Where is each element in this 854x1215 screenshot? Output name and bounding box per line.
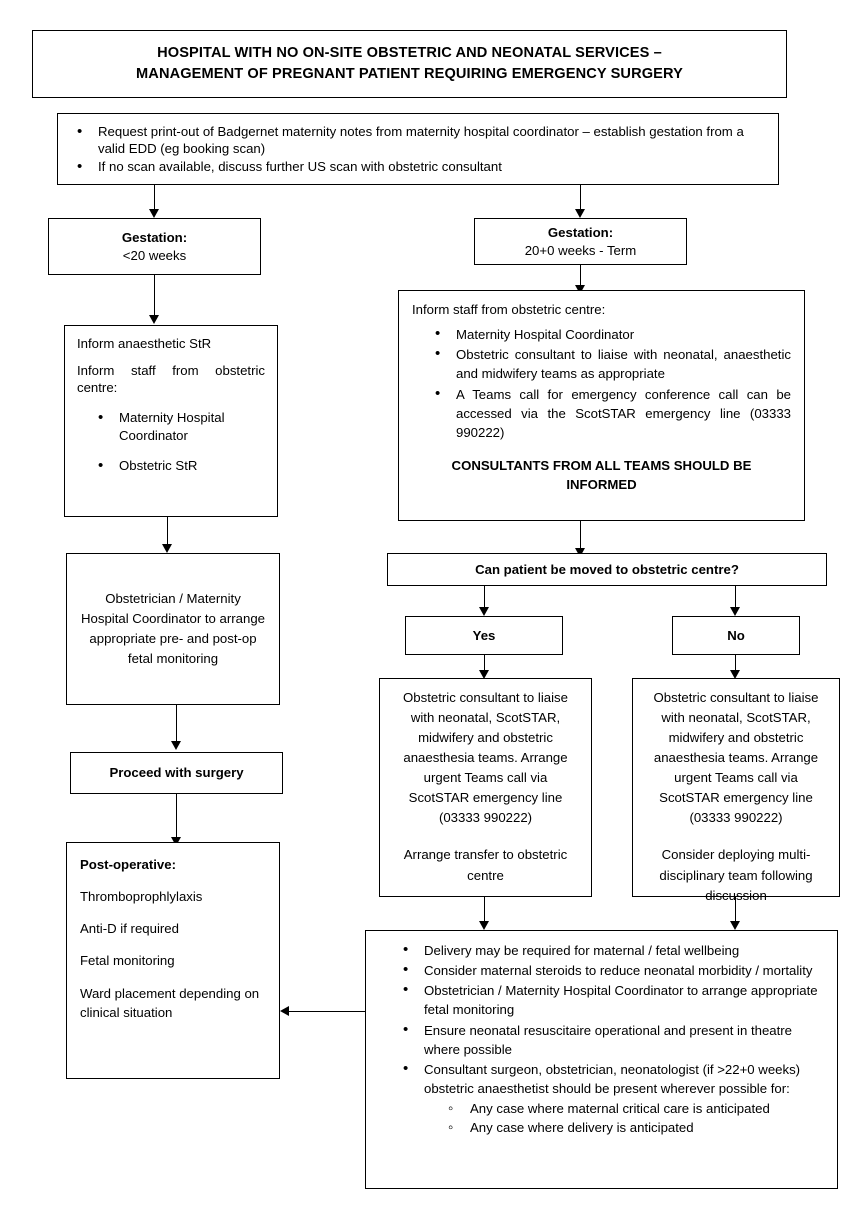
arrowhead-down xyxy=(575,285,585,294)
delivery-box: Delivery may be required for maternal / … xyxy=(365,930,838,1189)
list-item: Ensure neonatal resuscitaire operational… xyxy=(403,1020,825,1059)
gestation-right-value: 20+0 weeks - Term xyxy=(524,242,637,258)
post-operative-heading: Post-operative: xyxy=(80,857,176,872)
arrowhead-down xyxy=(149,315,159,324)
arrowhead-down xyxy=(575,548,585,557)
connector-gestation-right-to-inform-right xyxy=(580,265,581,287)
connector-no-detail-to-delivery xyxy=(735,897,736,923)
post-operative-box: Post-operative: Thromboprophlylaxis Anti… xyxy=(66,842,280,1079)
list-item: Maternity Hospital Coordinator xyxy=(98,408,265,443)
yes-label: Yes xyxy=(472,627,496,643)
connector-yes-to-yes-detail xyxy=(484,655,485,672)
chart-title-text: HOSPITAL WITH NO ON-SITE OBSTETRIC AND N… xyxy=(136,43,683,85)
arrowhead-down xyxy=(479,921,489,930)
intake-bullet-list: Request print-out of Badgernet maternity… xyxy=(68,122,768,177)
delivery-bullet-list: Delivery may be required for maternal / … xyxy=(378,940,825,1098)
yes-detail-para1: Obstetric consultant to liaise with neon… xyxy=(403,690,568,826)
list-item: Maternity Hospital Coordinator xyxy=(435,324,791,344)
inform-left-box: Inform anaesthetic StR Inform staff from… xyxy=(64,325,278,517)
connector-intake-to-gestation-left xyxy=(154,185,155,211)
arrowhead-left xyxy=(280,1006,289,1016)
connector-yes-detail-to-delivery xyxy=(484,897,485,923)
inform-right-bullet-list: Maternity Hospital Coordinator Obstetric… xyxy=(412,324,791,442)
list-item: Obstetric StR xyxy=(98,456,265,476)
connector-inform-left-to-monitoring xyxy=(167,517,168,546)
post-operative-item: Thromboprophlylaxis xyxy=(80,889,203,905)
arrowhead-down xyxy=(730,670,740,679)
gestation-left-value: <20 weeks xyxy=(122,247,187,263)
inform-left-line2: Inform staff from obstetric centre: xyxy=(77,363,265,396)
arrowhead-down xyxy=(575,209,585,218)
gestation-left-box: Gestation: <20 weeks xyxy=(48,218,261,275)
arrowhead-down xyxy=(479,670,489,679)
list-item: A Teams call for emergency conference ca… xyxy=(435,384,791,442)
chart-title-line1: HOSPITAL WITH NO ON-SITE OBSTETRIC AND N… xyxy=(157,44,662,61)
list-item: Delivery may be required for maternal / … xyxy=(403,940,825,960)
yes-box: Yes xyxy=(405,616,563,655)
connector-intake-to-gestation-right xyxy=(580,185,581,211)
connector-gestation-left-to-inform-left xyxy=(154,275,155,317)
connector-no-to-no-detail xyxy=(735,655,736,672)
obstetrician-monitoring-text: Obstetrician / Maternity Hospital Coordi… xyxy=(81,591,265,666)
inform-left-bullet-list: Maternity Hospital Coordinator Obstetric… xyxy=(77,408,265,476)
inform-right-box: Inform staff from obstetric centre: Mate… xyxy=(398,290,805,521)
no-detail-box: Obstetric consultant to liaise with neon… xyxy=(632,678,840,903)
chart-title-line2: MANAGEMENT OF PREGNANT PATIENT REQUIRING… xyxy=(136,66,683,82)
gestation-left-heading: Gestation: xyxy=(121,230,188,246)
no-label: No xyxy=(727,627,745,643)
post-operative-item: Fetal monitoring xyxy=(80,953,175,969)
gestation-right-box: Gestation: 20+0 weeks - Term xyxy=(474,218,687,265)
proceed-surgery-label: Proceed with surgery xyxy=(109,765,244,781)
list-item: Consider maternal steroids to reduce neo… xyxy=(403,960,825,980)
chart-title-box: HOSPITAL WITH NO ON-SITE OBSTETRIC AND N… xyxy=(32,30,787,98)
arrowhead-down xyxy=(730,921,740,930)
delivery-sub-bullet-list: Any case where maternal critical care is… xyxy=(378,1098,825,1139)
list-item: Consultant surgeon, obstetrician, neonat… xyxy=(403,1059,825,1098)
inform-right-emphasis: CONSULTANTS FROM ALL TEAMS SHOULD BE INF… xyxy=(451,458,752,493)
connector-proceed-to-post-operative xyxy=(176,794,177,839)
connector-decision-to-no xyxy=(735,586,736,609)
connector-monitoring-to-proceed xyxy=(176,705,177,743)
list-item: Request print-out of Badgernet maternity… xyxy=(77,122,768,157)
inform-left-line1: Inform anaesthetic StR xyxy=(77,336,212,351)
obstetrician-monitoring-box: Obstetrician / Maternity Hospital Coordi… xyxy=(66,553,280,705)
post-operative-item: Anti-D if required xyxy=(80,921,179,937)
arrowhead-down xyxy=(479,607,489,616)
list-item: Any case where delivery is anticipated xyxy=(448,1117,825,1139)
list-item: Any case where maternal critical care is… xyxy=(448,1098,825,1120)
decision-box: Can patient be moved to obstetric centre… xyxy=(387,553,827,586)
list-item: Obstetric consultant to liaise with neon… xyxy=(435,344,791,383)
proceed-surgery-box: Proceed with surgery xyxy=(70,752,283,794)
list-item: If no scan available, discuss further US… xyxy=(77,157,768,177)
yes-detail-para2: Arrange transfer to obstetric centre xyxy=(403,847,568,883)
inform-right-heading: Inform staff from obstetric centre: xyxy=(412,302,606,317)
arrowhead-down xyxy=(171,837,181,846)
arrowhead-down xyxy=(162,544,172,553)
connector-inform-right-to-decision xyxy=(580,521,581,553)
post-operative-item: Ward placement depending on clinical sit… xyxy=(80,985,260,1020)
gestation-right-heading: Gestation: xyxy=(547,225,614,241)
no-detail-para1: Obstetric consultant to liaise with neon… xyxy=(653,690,819,826)
arrowhead-down xyxy=(171,741,181,750)
decision-question: Can patient be moved to obstetric centre… xyxy=(475,561,739,577)
intake-box: Request print-out of Badgernet maternity… xyxy=(57,113,779,185)
no-detail-para2: Consider deploying multi-disciplinary te… xyxy=(659,847,813,903)
no-box: No xyxy=(672,616,800,655)
arrowhead-down xyxy=(149,209,159,218)
connector-delivery-to-post-operative xyxy=(288,1011,365,1012)
arrowhead-down xyxy=(730,607,740,616)
yes-detail-box: Obstetric consultant to liaise with neon… xyxy=(379,678,592,897)
list-item: Obstetrician / Maternity Hospital Coordi… xyxy=(403,980,825,1019)
connector-decision-to-yes xyxy=(484,586,485,609)
